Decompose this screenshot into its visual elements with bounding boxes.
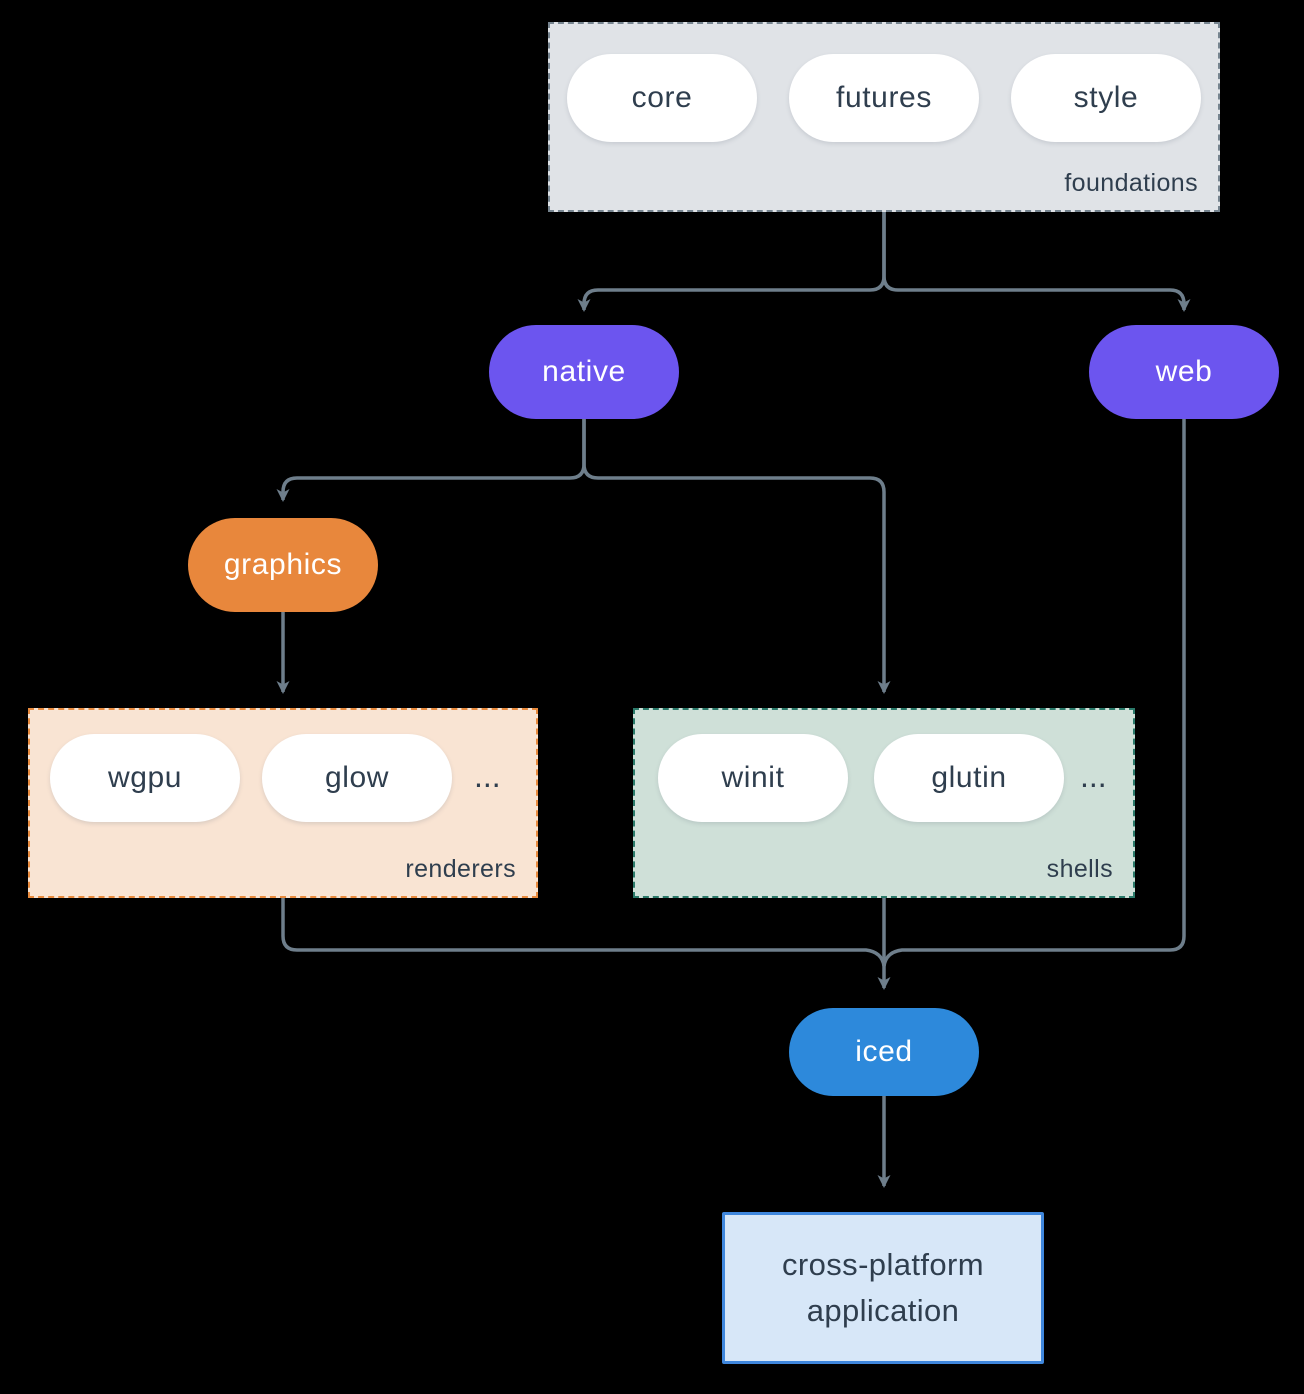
node-winit: winit <box>658 734 848 822</box>
node-application: cross-platform application <box>722 1212 1044 1364</box>
shells-ellipsis: ... <box>1080 758 1107 794</box>
node-style-label: style <box>1073 81 1139 114</box>
node-wgpu: wgpu <box>50 734 240 822</box>
edge-renderers-iced <box>281 898 886 967</box>
node-futures: futures <box>789 54 979 142</box>
node-glutin-label: glutin <box>931 761 1007 794</box>
node-glutin: glutin <box>874 734 1064 822</box>
node-glow-label: glow <box>324 761 390 794</box>
node-graphics-label: graphics <box>223 548 343 581</box>
edge-foundations-web <box>882 212 1191 312</box>
edge-native-graphics <box>276 419 586 502</box>
node-native-label: native <box>542 355 626 388</box>
group-shells-label: shells <box>1046 855 1113 883</box>
node-futures-label: futures <box>836 81 932 114</box>
node-core-label: core <box>631 81 693 114</box>
edge-foundations-native <box>577 212 886 312</box>
edge-web-iced <box>882 419 1186 967</box>
node-winit-label: winit <box>721 761 785 794</box>
node-glow: glow <box>262 734 452 822</box>
node-wgpu-label: wgpu <box>107 761 183 794</box>
node-application-label: cross-platform application <box>782 1247 984 1328</box>
node-native: native <box>489 325 679 419</box>
node-web: web <box>1089 325 1279 419</box>
node-iced: iced <box>789 1008 979 1096</box>
edge-native-shells <box>582 419 891 694</box>
node-graphics: graphics <box>188 518 378 612</box>
node-core: core <box>567 54 757 142</box>
renderers-ellipsis: ... <box>474 758 501 794</box>
node-iced-label: iced <box>855 1035 913 1068</box>
group-renderers-label: renderers <box>405 855 516 883</box>
node-web-label: web <box>1155 355 1213 388</box>
group-foundations-label: foundations <box>1064 169 1198 197</box>
node-style: style <box>1011 54 1201 142</box>
